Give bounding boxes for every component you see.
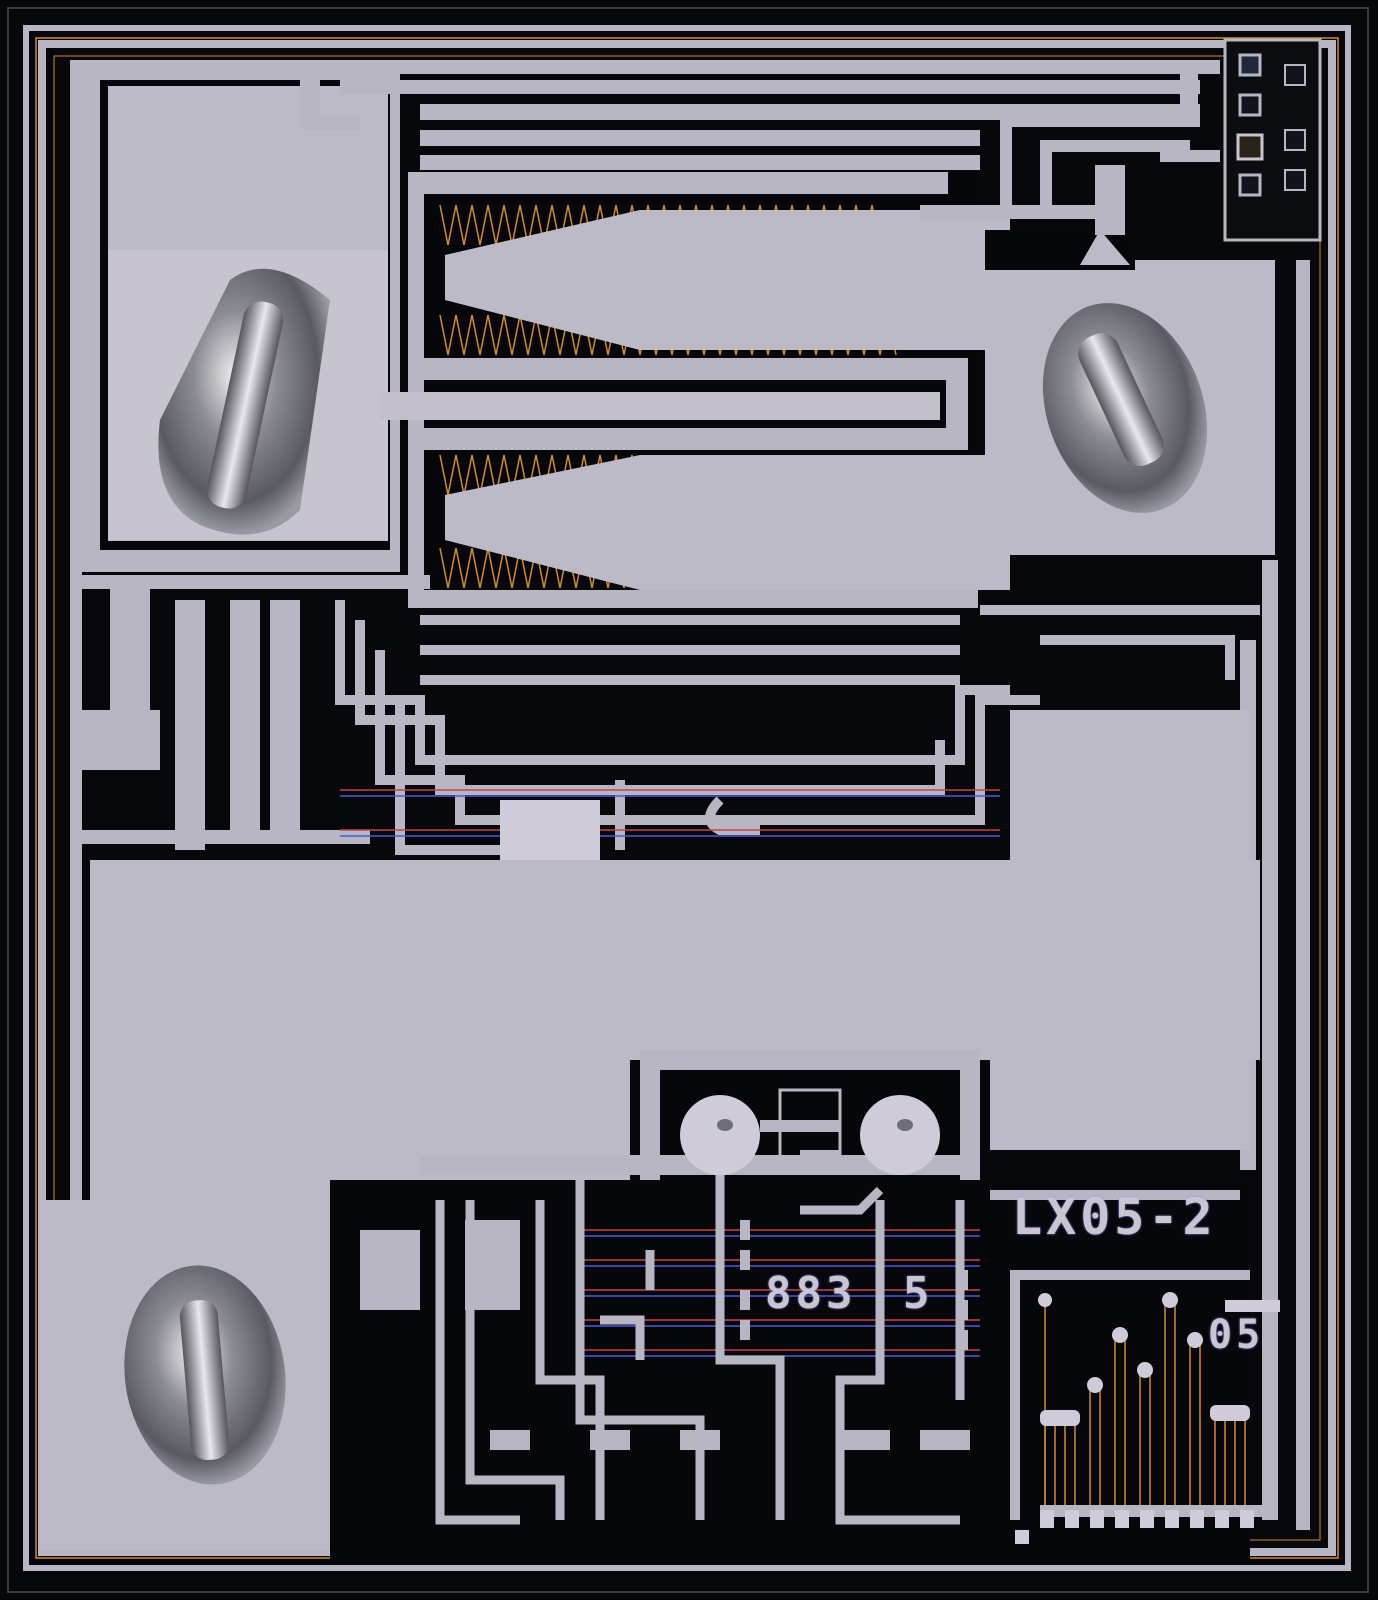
via-pads [680,1088,940,1175]
left-circuit [40,560,1260,1550]
bond-wire-top-left [158,268,330,535]
middle-routing [335,600,1260,855]
bond-wire-bottom-left [124,1265,286,1485]
bond-wire-right [1042,303,1208,513]
bottom-circuit [330,1050,1280,1560]
red-blue-traces [340,789,1000,837]
interdigitated-capacitor [380,170,1010,608]
fuse-links [1044,1300,1246,1505]
code-marking: 883 [765,1268,857,1319]
test-structures [920,38,1322,1530]
seal-ring [23,25,1351,1571]
code-suffix-marking: 5 [903,1268,934,1319]
part-id-marking: LX05-2 [1012,1188,1217,1246]
probe-pad [500,800,600,860]
top-bus-lines [70,60,1220,171]
rev-marking: 05 [1208,1312,1265,1358]
